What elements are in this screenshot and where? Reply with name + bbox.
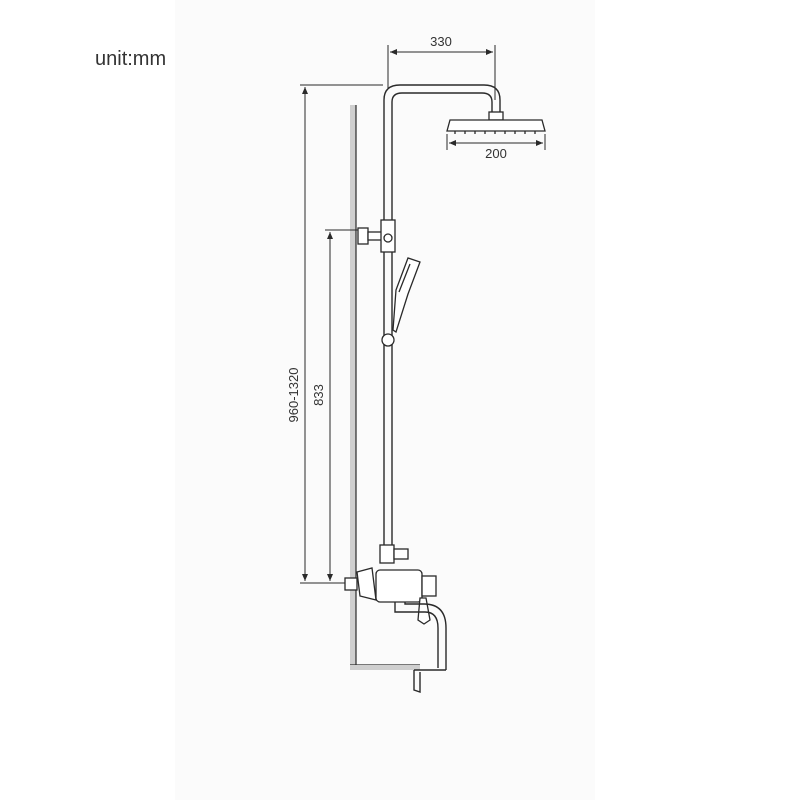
dimension-bracket-height: 833	[311, 229, 358, 581]
shower-head	[446, 111, 546, 134]
wall	[350, 105, 420, 670]
hand-shower	[381, 257, 421, 347]
dimension-head-label: 200	[485, 146, 507, 161]
dimension-bracket-height-label: 833	[311, 384, 326, 406]
dimension-total-height: 960-1320	[286, 84, 383, 584]
unit-label: unit:mm	[95, 48, 167, 70]
dimension-head: 200	[446, 134, 546, 161]
riser-pipe	[383, 84, 501, 545]
tub-spout	[394, 602, 447, 693]
dimension-total-height-label: 960-1320	[286, 368, 301, 423]
dimension-top-arm-label: 330	[430, 34, 452, 49]
wall-bracket	[357, 219, 396, 253]
dimension-top-arm: 330	[387, 34, 496, 100]
mixer-valve	[344, 544, 437, 625]
